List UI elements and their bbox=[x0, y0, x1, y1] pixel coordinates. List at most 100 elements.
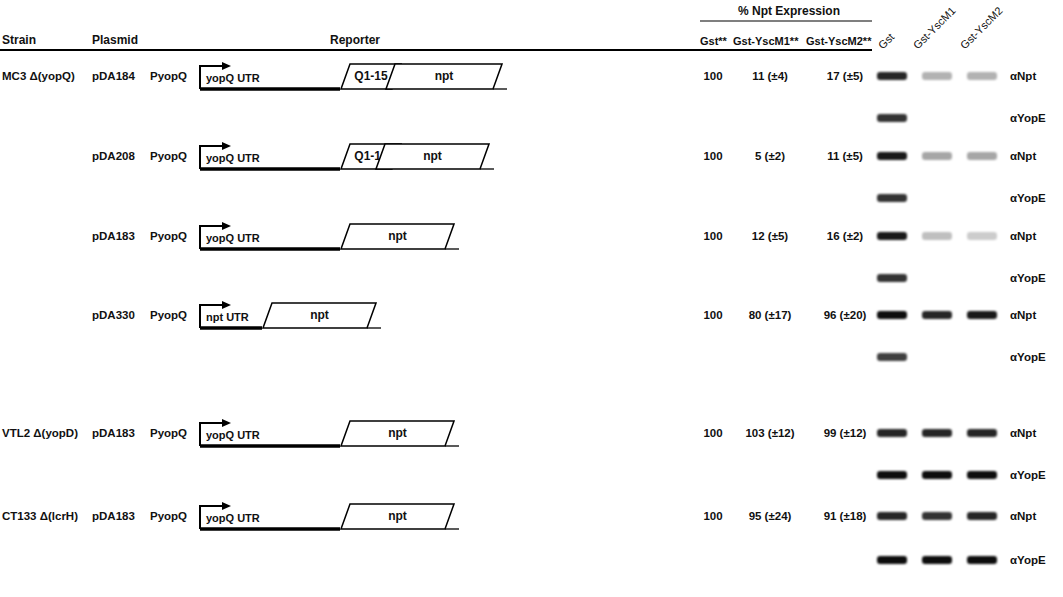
table-label: 16 (±2) bbox=[827, 229, 863, 243]
blot-band bbox=[877, 512, 907, 520]
blot-band bbox=[922, 556, 952, 564]
blot-band bbox=[967, 471, 997, 479]
table-label: PyopQ bbox=[150, 308, 187, 322]
table-label: Gst-YscM1** bbox=[733, 34, 798, 48]
utr-line bbox=[200, 326, 262, 330]
table-label: 11 (±5) bbox=[827, 149, 863, 163]
segment-outline bbox=[341, 421, 454, 446]
blot-band bbox=[922, 311, 952, 319]
table-label: 95 (±24) bbox=[749, 509, 792, 523]
table-label: npt UTR bbox=[206, 310, 249, 324]
dna-line bbox=[493, 88, 507, 89]
table-label: αNpt bbox=[1010, 149, 1036, 163]
gene-segment: npt bbox=[385, 63, 503, 90]
table-label: Plasmid bbox=[92, 33, 138, 47]
table-label: αNpt bbox=[1010, 426, 1036, 440]
utr-line bbox=[200, 167, 340, 171]
blot-band bbox=[877, 353, 907, 361]
table-label: 91 (±18) bbox=[824, 509, 867, 523]
segment-outline bbox=[263, 303, 376, 328]
table-label: Reporter bbox=[330, 33, 380, 47]
table-label: 96 (±20) bbox=[824, 308, 867, 322]
gene-segment: npt bbox=[340, 223, 455, 250]
table-label: αYopE bbox=[1010, 350, 1046, 364]
table-label: VTL2 Δ(yopD) bbox=[2, 426, 78, 440]
blot-band bbox=[877, 311, 907, 319]
table-label: 80 (±17) bbox=[749, 308, 792, 322]
table-label: PyopQ bbox=[150, 69, 187, 83]
segment-label: npt bbox=[262, 302, 377, 329]
blot-band bbox=[877, 152, 907, 160]
blot-band bbox=[967, 72, 997, 80]
blot-band bbox=[967, 429, 997, 437]
blot-band bbox=[967, 232, 997, 240]
table-label: PyopQ bbox=[150, 229, 187, 243]
table-label: 100 bbox=[703, 426, 722, 440]
utr-line bbox=[200, 87, 340, 91]
table-label: 100 bbox=[703, 509, 722, 523]
segment-outline bbox=[341, 504, 454, 529]
table-label: CT133 Δ(lcrH) bbox=[2, 509, 78, 523]
blot-band bbox=[967, 556, 997, 564]
table-label: pDA208 bbox=[92, 149, 135, 163]
blot-band bbox=[877, 232, 907, 240]
segment-label: npt bbox=[340, 420, 455, 447]
segment-outline bbox=[386, 64, 502, 89]
blot-band bbox=[922, 429, 952, 437]
table-label: Gst-YscM2 bbox=[957, 4, 1005, 52]
table-label: pDA183 bbox=[92, 509, 135, 523]
blot-band bbox=[877, 556, 907, 564]
dna-line bbox=[445, 445, 459, 446]
table-label: Gst** bbox=[700, 34, 727, 48]
rule bbox=[700, 20, 872, 21]
blot-band bbox=[877, 471, 907, 479]
table-label: Gst bbox=[875, 30, 897, 52]
arrowhead bbox=[222, 222, 231, 230]
table-label: αYopE bbox=[1010, 271, 1046, 285]
table-label: pDA183 bbox=[92, 426, 135, 440]
table-label: yopQ UTR bbox=[206, 511, 260, 525]
blot-band bbox=[922, 152, 952, 160]
table-label: yopQ UTR bbox=[206, 231, 260, 245]
blot-band bbox=[922, 512, 952, 520]
blot-band bbox=[967, 152, 997, 160]
table-label: αYopE bbox=[1010, 553, 1046, 567]
table-label: αNpt bbox=[1010, 229, 1036, 243]
gene-segment: npt bbox=[375, 143, 490, 170]
blot-band bbox=[877, 114, 907, 122]
table-label: αNpt bbox=[1010, 308, 1036, 322]
table-label: yopQ UTR bbox=[206, 428, 260, 442]
table-label: Strain bbox=[2, 33, 36, 47]
table-label: αYopE bbox=[1010, 111, 1046, 125]
segment-label: npt bbox=[385, 63, 503, 90]
gene-segment: npt bbox=[262, 302, 377, 329]
table-label: 12 (±5) bbox=[752, 229, 788, 243]
arrowhead bbox=[222, 301, 231, 309]
dna-line bbox=[367, 327, 381, 328]
arrowhead bbox=[222, 419, 231, 427]
segment-outline bbox=[341, 224, 454, 249]
table-label: 103 (±12) bbox=[745, 426, 794, 440]
table-label: Gst-YscM1 bbox=[910, 4, 958, 52]
table-label: 100 bbox=[703, 229, 722, 243]
dna-line bbox=[445, 528, 459, 529]
table-label: pDA330 bbox=[92, 308, 135, 322]
blot-band bbox=[877, 274, 907, 282]
table-label: 99 (±12) bbox=[824, 426, 867, 440]
table-label: 100 bbox=[703, 149, 722, 163]
table-label: 17 (±5) bbox=[827, 69, 863, 83]
utr-line bbox=[200, 527, 340, 531]
dna-line bbox=[445, 248, 459, 249]
dna-line bbox=[480, 168, 494, 169]
blot-band bbox=[922, 232, 952, 240]
utr-line bbox=[200, 444, 340, 448]
blot-band bbox=[877, 429, 907, 437]
arrowhead bbox=[222, 502, 231, 510]
table-label: 11 (±4) bbox=[752, 69, 788, 83]
blot-band bbox=[877, 194, 907, 202]
table-label: αNpt bbox=[1010, 69, 1036, 83]
table-label: αYopE bbox=[1010, 191, 1046, 205]
arrowhead bbox=[222, 142, 231, 150]
table-label: PyopQ bbox=[150, 149, 187, 163]
